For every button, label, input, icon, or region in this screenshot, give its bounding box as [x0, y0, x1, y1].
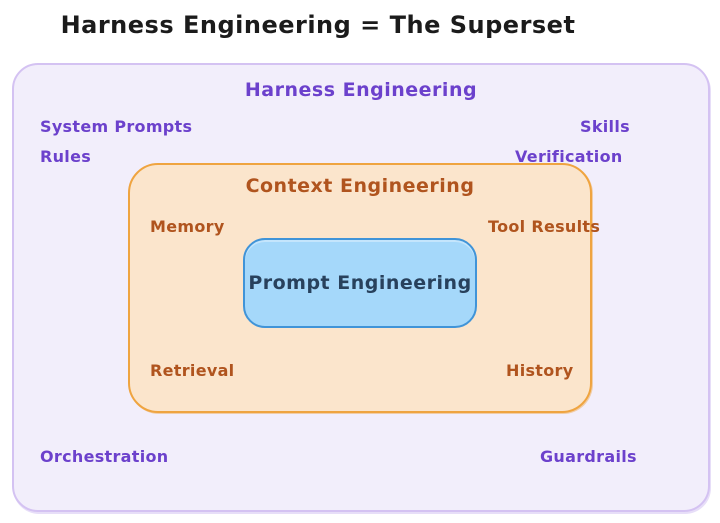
context-engineering-box: Context Engineering Memory Tool Results … — [128, 163, 600, 413]
harness-engineering-box: Harness Engineering System Prompts Rules… — [12, 63, 710, 512]
prompt-engineering-box: Prompt Engineering — [243, 238, 477, 328]
label-skills: Skills — [580, 117, 630, 136]
harness-engineering-label: Harness Engineering — [244, 79, 478, 101]
label-tool-results: Tool Results — [488, 217, 601, 236]
label-history: History — [506, 361, 574, 380]
label-memory: Memory — [150, 217, 225, 236]
prompt-engineering-label: Prompt Engineering — [248, 272, 472, 294]
label-rules: Rules — [40, 147, 92, 166]
diagram-title: Harness Engineering = The Superset — [60, 11, 576, 39]
label-system-prompts: System Prompts — [40, 117, 193, 136]
context-engineering-label: Context Engineering — [245, 175, 475, 197]
label-orchestration: Orchestration — [40, 447, 169, 466]
label-guardrails: Guardrails — [540, 447, 637, 466]
label-verification: Verification — [515, 147, 623, 166]
label-retrieval: Retrieval — [150, 361, 235, 380]
